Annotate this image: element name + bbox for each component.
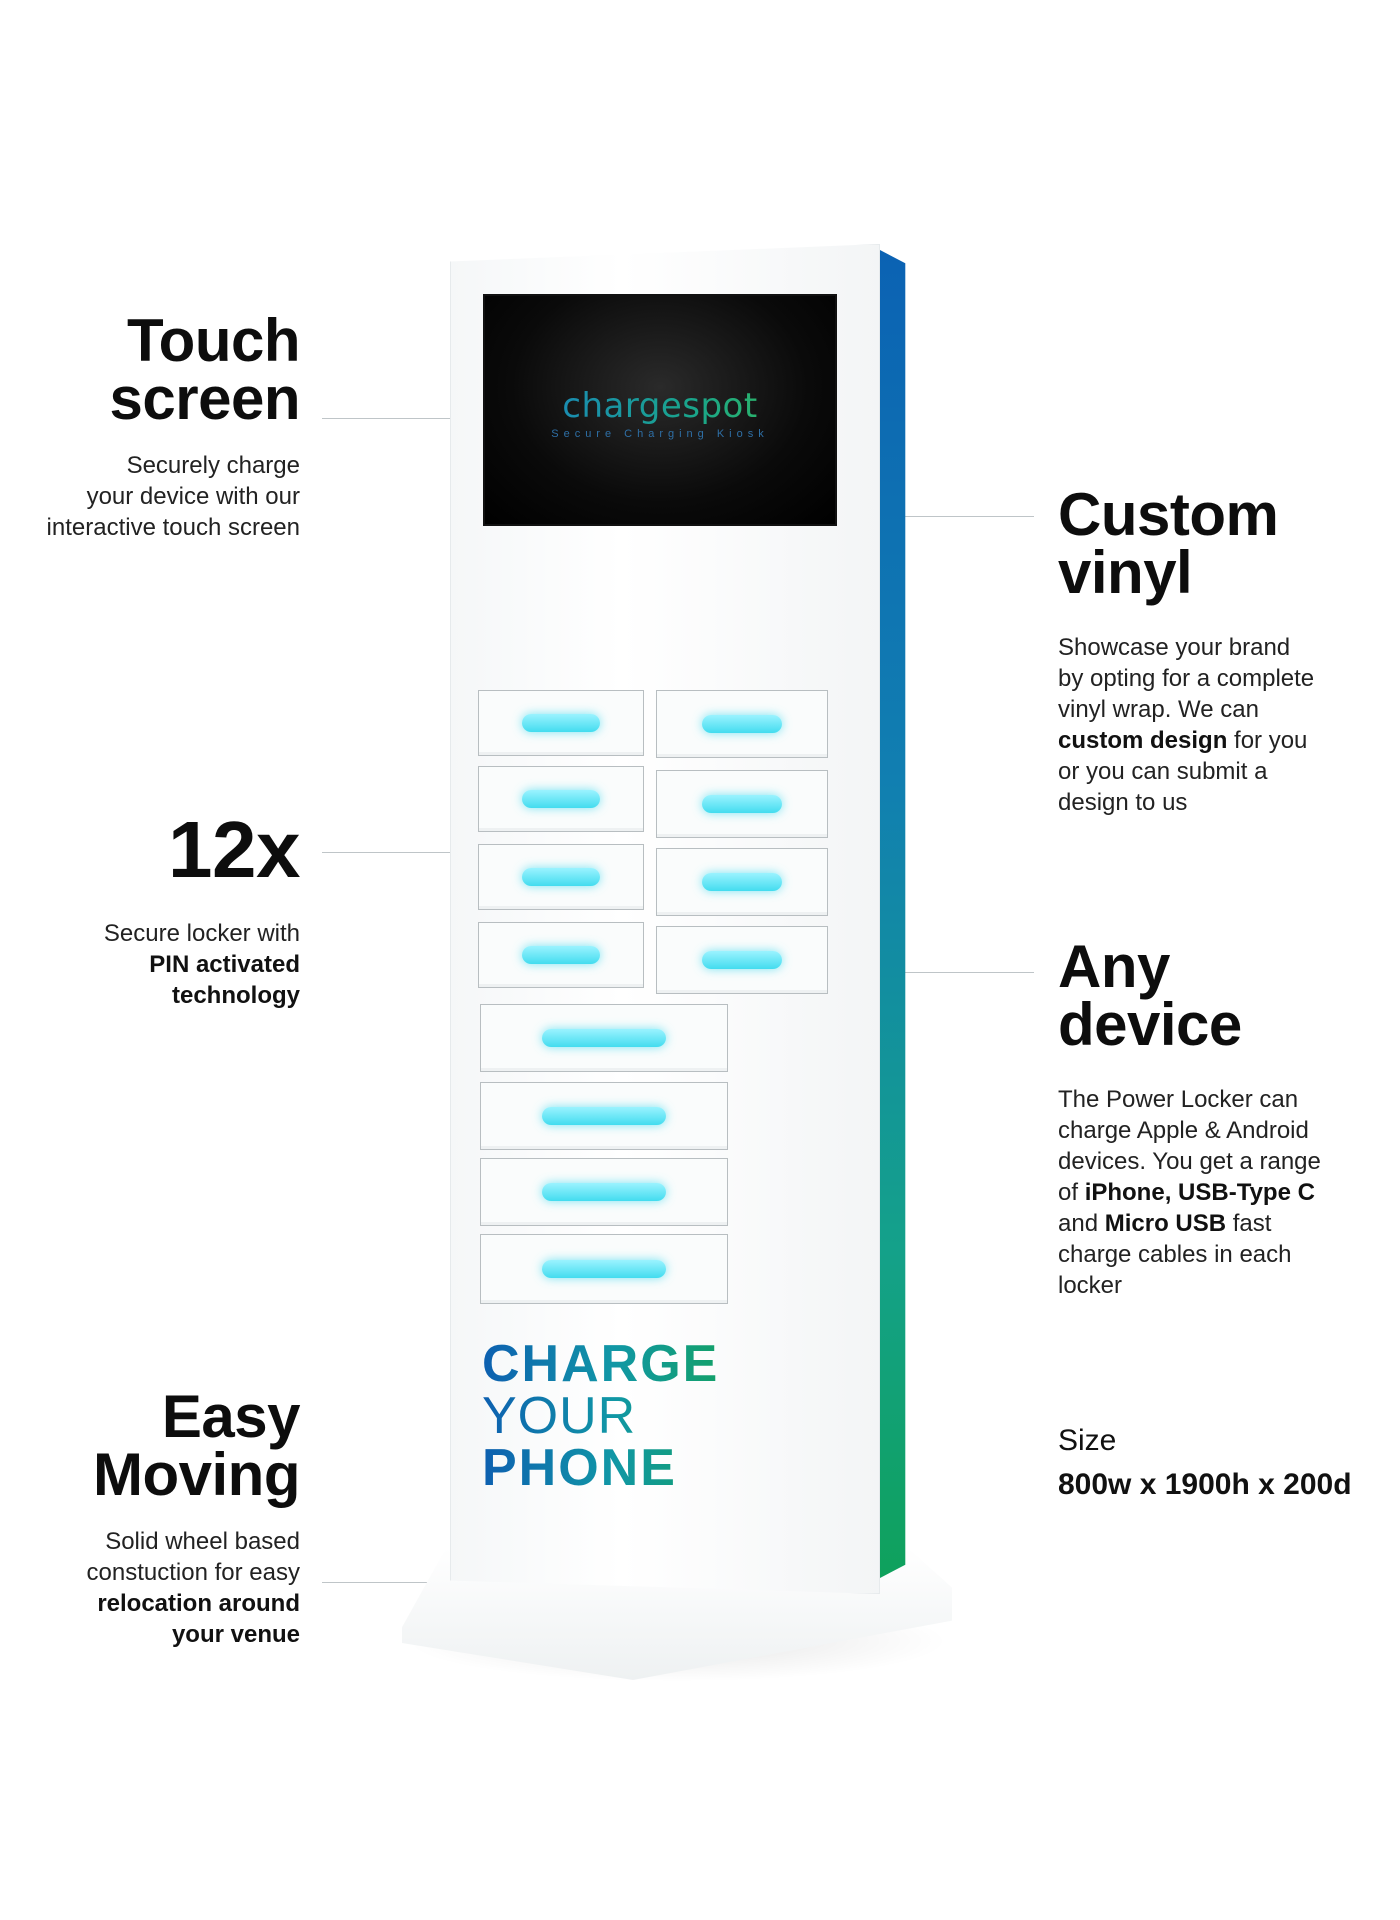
locker-small [656, 690, 828, 758]
kiosk-touch-screen: chargespot Secure Charging Kiosk [485, 296, 835, 524]
locker-led [542, 1029, 666, 1047]
feature-lockers: 12x Secure locker with PIN activated tec… [0, 805, 301, 1011]
feature-title: Custom vinyl [1058, 481, 1279, 606]
feature-title: Easy Moving [93, 1383, 300, 1508]
locker-small [478, 922, 644, 988]
locker-led [702, 795, 782, 813]
front-text-line: PHONE [482, 1442, 719, 1494]
charge-your-phone-text: CHARGE YOUR PHONE [482, 1338, 719, 1494]
kiosk-base [402, 1548, 952, 1680]
feature-description: Securely charge your device with our int… [46, 452, 300, 541]
locker-led [702, 873, 782, 891]
locker-led [522, 714, 600, 732]
connector-easy-moving [322, 1582, 467, 1583]
kiosk-side-vinyl [880, 250, 906, 1578]
locker-led [702, 951, 782, 969]
connector-custom-vinyl [888, 516, 1034, 517]
feature-description: Showcase your brand by opting for a comp… [1058, 634, 1315, 816]
chargespot-logo: chargespot [485, 386, 835, 426]
feature-title: 12x [168, 805, 300, 894]
locker-small [656, 926, 828, 994]
feature-description: Secure locker with PIN activated technol… [103, 920, 300, 1009]
locker-large [480, 1004, 728, 1072]
locker-led [522, 868, 600, 886]
screen-tagline: Secure Charging Kiosk [551, 428, 769, 440]
locker-small [478, 844, 644, 910]
locker-small [478, 766, 644, 832]
locker-led [542, 1183, 666, 1201]
feature-any-device: Any device The Power Locker can charge A… [1058, 933, 1388, 1301]
locker-small [656, 848, 828, 916]
connector-touch-screen [322, 418, 467, 419]
feature-title: Touch screen [109, 307, 301, 432]
feature-description: Solid wheel based constuction for easy r… [86, 1528, 300, 1648]
locker-led [522, 790, 600, 808]
locker-large [480, 1158, 728, 1226]
kiosk-front-panel [450, 244, 880, 1594]
kiosk-base-shadow [404, 1600, 950, 1682]
locker-large [480, 1082, 728, 1150]
connector-any-device [846, 972, 1034, 973]
feature-title: Any device [1058, 933, 1242, 1058]
locker-small [478, 690, 644, 756]
locker-led [542, 1260, 666, 1278]
locker-led [702, 715, 782, 733]
locker-led [522, 946, 600, 964]
connector-lockers [322, 852, 467, 853]
front-text-line: YOUR [482, 1390, 719, 1442]
size-label: Size [1058, 1424, 1117, 1457]
locker-led [542, 1107, 666, 1125]
size-value: 800w x 1900h x 200d [1058, 1468, 1352, 1501]
feature-description: The Power Locker can charge Apple & Andr… [1058, 1086, 1321, 1299]
feature-custom-vinyl: Custom vinyl Showcase your brand by opti… [1058, 481, 1378, 818]
feature-touch-screen: Touch screen Securely charge your device… [0, 307, 301, 543]
feature-easy-moving: Easy Moving Solid wheel based constuctio… [0, 1383, 301, 1650]
front-text-line: CHARGE [482, 1335, 720, 1393]
locker-large [480, 1234, 728, 1304]
locker-small [656, 770, 828, 838]
